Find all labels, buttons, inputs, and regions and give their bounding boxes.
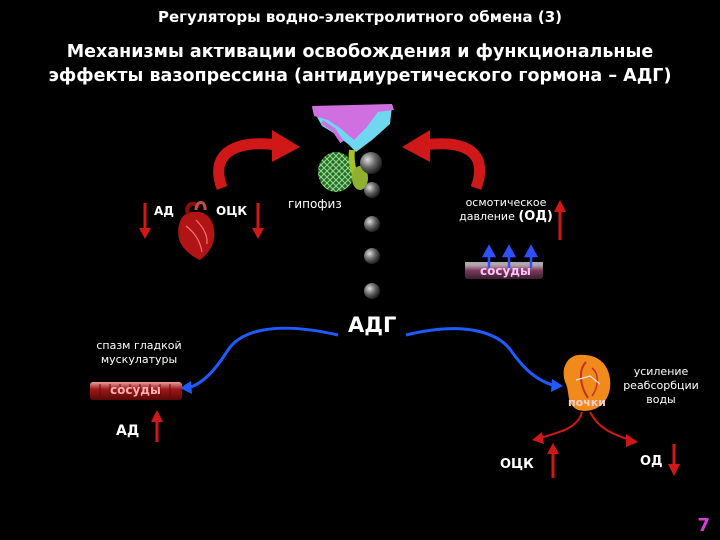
reabsorption-label: усиление реабсорбции воды: [618, 365, 704, 407]
ock-label-top: ОЦК: [216, 204, 248, 218]
spasm-line-1: спазм гладкой: [96, 339, 182, 352]
od-up-arrow: [554, 200, 566, 240]
ad-down-arrow: [139, 203, 151, 239]
adh-action-curves: [180, 326, 563, 394]
spasm-label: спазм гладкой мускулатуры: [88, 339, 190, 367]
osmotic-word: давление: [459, 210, 515, 223]
ad-label-top: АД: [154, 204, 174, 218]
od-label-bottom: ОД: [640, 454, 663, 469]
ad-label-bottom: АД: [116, 423, 140, 439]
ad-up-arrow: [151, 410, 163, 442]
title-line-1: Механизмы активации освобождения и функц…: [66, 42, 654, 62]
page-number: 7: [697, 515, 710, 536]
adh-label: АДГ: [348, 313, 397, 337]
ock-down-arrow: [252, 203, 264, 239]
title-line-2: эффекты вазопрессина (антидиуретического…: [48, 66, 672, 86]
reabs-line-2: реабсорбции: [623, 379, 699, 392]
ock-up-arrow: [547, 443, 559, 478]
reabs-line-3: воды: [646, 393, 676, 406]
heart-icon: [178, 201, 215, 260]
osmotic-pressure-label: осмотическое давление (ОД): [452, 196, 560, 224]
left-curved-red-arrow: [213, 130, 300, 190]
ock-label-bottom: ОЦК: [500, 457, 534, 472]
kidneys-label: почки: [568, 396, 606, 409]
vessel-icon-top: [465, 244, 543, 279]
kidney-output-arrows: [532, 411, 638, 447]
reabs-line-1: усиление: [633, 365, 689, 378]
spasm-line-2: мускулатуры: [100, 353, 178, 366]
slide-header: Регуляторы водно-электролитного обмена (…: [158, 8, 562, 26]
od-down-arrow: [668, 444, 680, 476]
vessels-left-label: сосуды: [110, 383, 161, 397]
right-curved-red-arrow: [402, 130, 486, 190]
osmotic-abbr: (ОД): [518, 209, 553, 224]
vessels-top-label: сосуды: [480, 264, 531, 278]
osmotic-line-1: осмотическое: [465, 196, 547, 209]
kidney-icon: [563, 354, 611, 411]
slide-title: Механизмы активации освобождения и функц…: [0, 40, 720, 88]
osmotic-line-2: давление (ОД): [452, 210, 560, 224]
pituitary-label: гипофиз: [288, 197, 342, 211]
pituitary-icon: [312, 104, 394, 192]
adh-release-spheres: [360, 152, 382, 299]
vessel-icon-left: [90, 382, 182, 400]
